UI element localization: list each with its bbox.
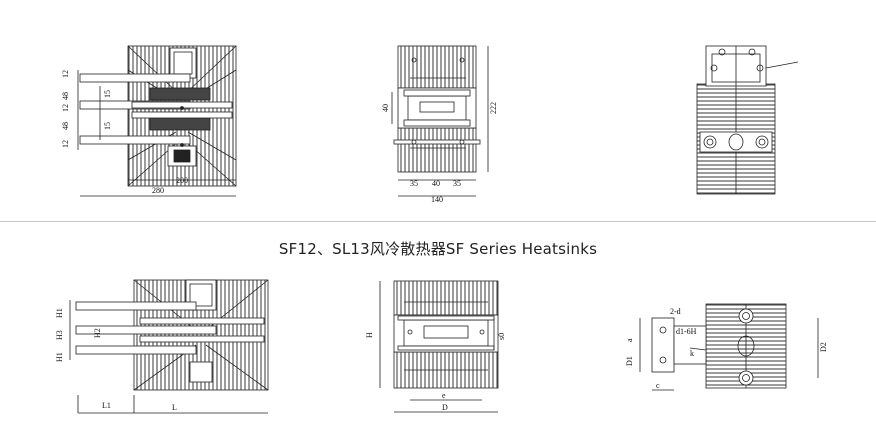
dim-label: 15 [103, 90, 112, 98]
dim-label: 280 [152, 186, 164, 195]
dim-label: 200 [176, 176, 188, 185]
dim-label: 222 [489, 102, 498, 114]
section-divider [0, 221, 876, 222]
dim-label: H1 [55, 352, 64, 362]
dim-label: D [442, 403, 448, 412]
top-plan-view [696, 45, 799, 195]
top-dimension-labels: 12 48 12 48 12 15 15 200 280 40 222 35 4… [61, 70, 498, 204]
top-side-view [391, 45, 489, 197]
dim-label: H [365, 332, 374, 338]
dim-label: 40 [432, 179, 440, 188]
bottom-front-view [69, 279, 269, 414]
dim-label: 2-d [670, 307, 681, 316]
dim-label: D2 [819, 342, 828, 352]
top-front-view [77, 45, 237, 197]
dim-label: 48 [61, 122, 70, 130]
dim-label: 15 [103, 122, 112, 130]
dim-label: 140 [431, 195, 443, 204]
dim-label: 12 [61, 70, 70, 78]
dim-label: a [625, 338, 634, 342]
dim-label: d1-6H [676, 327, 697, 336]
dim-label: 48 [61, 92, 70, 100]
dim-label: H1 [55, 308, 64, 318]
dim-label: H3 [55, 330, 64, 340]
bottom-dimension-labels: H1 H3 H1 H2 L1 L H s0 e D 2-d d1-6H a D1… [55, 307, 828, 412]
dim-label: 35 [410, 179, 418, 188]
dim-label: 40 [381, 104, 390, 112]
dim-label: c [656, 381, 660, 390]
dim-label: D1 [625, 356, 634, 366]
bottom-plan-view [639, 303, 819, 391]
dim-label: L1 [102, 401, 111, 410]
dim-label: k [690, 349, 694, 358]
dim-label: e [442, 391, 446, 400]
dim-label: 12 [61, 140, 70, 148]
bottom-side-view [379, 280, 499, 413]
figure-caption: SF12、SL13风冷散热器SF Series Heatsinks [278, 240, 598, 258]
dim-label: H2 [93, 328, 102, 338]
dim-label: 35 [453, 179, 461, 188]
dim-label: L [172, 403, 177, 412]
dim-label: s0 [497, 333, 506, 340]
dim-label: 12 [61, 104, 70, 112]
